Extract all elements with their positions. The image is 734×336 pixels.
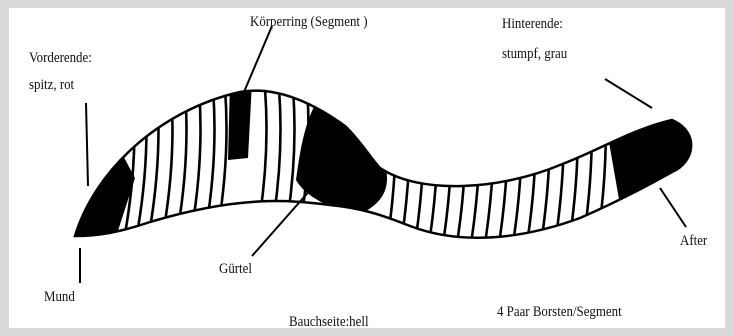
label-vorderende-desc: spitz, rot <box>29 76 74 94</box>
label-hinterende-title: Hinterende: <box>502 15 563 33</box>
worm-body <box>75 91 691 238</box>
label-vorderende-title: Vorderende: <box>29 49 92 67</box>
label-borsten: 4 Paar Borsten/Segment <box>497 303 622 321</box>
ring-marker <box>228 80 252 160</box>
label-koerperring: Körperring (Segment ) <box>250 13 368 31</box>
label-after: After <box>680 232 707 250</box>
label-bauchseite: Bauchseite:hell <box>289 313 369 331</box>
label-guertel: Gürtel <box>219 260 252 278</box>
label-mund: Mund <box>44 288 75 306</box>
label-hinterende-desc: stumpf, grau <box>502 45 567 63</box>
hinterende-pointer <box>605 79 652 108</box>
vorderende-pointer <box>86 103 88 186</box>
after-pointer <box>660 188 686 227</box>
koerperring-pointer <box>244 26 272 92</box>
segment-ring <box>386 60 396 250</box>
